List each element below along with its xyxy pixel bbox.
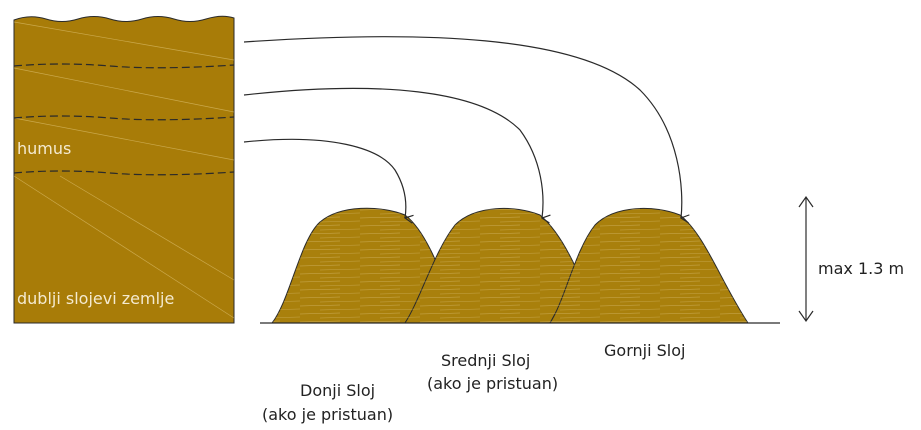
boundary-1 [13,63,235,69]
middle-layer-label: Srednji Sloj [441,351,530,370]
bottom-layer-label: Donji Sloj [300,381,375,400]
bottom-layer-note: (ako je pristuan) [262,405,393,424]
top-layer-label: Gornji Sloj [604,341,685,360]
mound-texture [272,208,748,323]
soil-layer-boundaries [13,63,235,176]
height-arrow-top-head [798,195,814,208]
arrow-humus-to-bottom-mound [243,138,406,218]
height-label: max 1.3 m [818,259,904,278]
middle-layer-note: (ako je pristuan) [427,374,558,393]
height-indicator [798,195,814,323]
boundary-3 [13,170,235,176]
deep-layers-label: dublji slojevi zemlje [17,289,174,308]
arrow-middle-to-middle-mound [243,87,543,218]
soil-column: humus dublji slojevi zemlje [13,15,235,324]
arrow-top-to-top-mound [243,36,682,218]
soil-column-body [13,15,235,324]
compost-mounds [260,207,780,324]
height-arrow-bottom-head [798,310,814,323]
humus-label: humus [17,139,71,158]
transfer-arrows [243,36,682,218]
soil-column-texture [13,21,235,319]
boundary-2 [13,115,235,121]
